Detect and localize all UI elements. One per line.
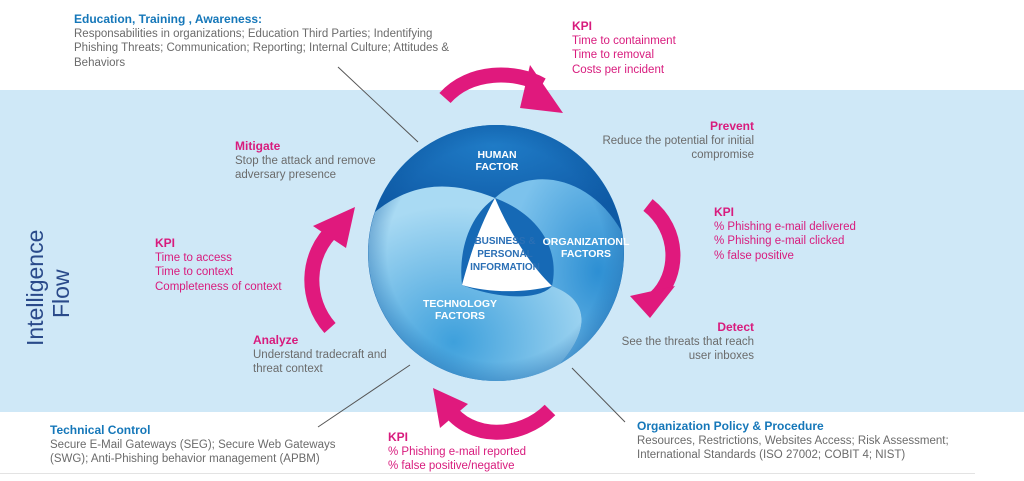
core-label-1: BUSINESS & — [474, 236, 535, 247]
kpi-top-item-1: Time to containment — [572, 34, 676, 47]
arrow-left-head — [313, 207, 355, 248]
technical-title: Technical Control — [50, 423, 151, 437]
kpi-bottom-title: KPI — [388, 430, 409, 444]
kpi-right-item-3: % false positive — [714, 249, 794, 262]
kpi-left-title: KPI — [155, 236, 176, 250]
education-block: Education, Training , Awareness: Respons… — [74, 12, 474, 70]
core-label-3: INFORMATION — [470, 262, 540, 273]
human-label-1: HUMAN — [477, 149, 516, 161]
prevent-line-1: Reduce the potential for initial — [602, 134, 754, 147]
human-label-2: FACTOR — [476, 161, 519, 173]
prevent-line-2: compromise — [691, 149, 754, 161]
kpi-bottom-item-1: % Phishing e-mail reported — [388, 445, 527, 458]
prevent-title: Prevent — [709, 119, 754, 133]
arrow-top-head — [520, 65, 563, 113]
kpi-top-item-3: Costs per incident — [572, 63, 665, 76]
arrow-bottom-body — [441, 403, 556, 440]
arrow-bottom-head — [433, 388, 468, 428]
education-line-3: Behaviors — [74, 56, 126, 69]
mitigate-line-1: Stop the attack and remove — [235, 154, 376, 167]
analyze-line-1: Understand tradecraft and — [253, 348, 387, 361]
kpi-top-item-2: Time to removal — [572, 49, 655, 61]
mitigate-title: Mitigate — [235, 139, 281, 153]
core-label-2: PERSONAL — [477, 249, 533, 260]
education-line-2: Phishing Threats; Communication; Reporti… — [74, 42, 450, 54]
analyze-block: Analyze Understand tradecraft and threat… — [253, 333, 423, 377]
org-policy-line-1: Resources, Restrictions, Websites Access… — [637, 434, 949, 447]
technical-line-1: Secure E-Mail Gateways (SEG); Secure Web… — [50, 438, 336, 451]
bottom-divider — [0, 473, 975, 474]
kpi-right-item-1: % Phishing e-mail delivered — [714, 220, 856, 233]
technical-block: Technical Control Secure E-Mail Gateways… — [50, 423, 360, 467]
kpi-left-item-3: Completeness of context — [155, 280, 282, 293]
education-title: Education, Training , Awareness: — [74, 12, 263, 26]
tech-label-2: FACTORS — [435, 310, 485, 322]
arrow-right-head — [630, 286, 675, 318]
tech-label-1: TECHNOLOGY — [423, 298, 497, 310]
org-policy-title: Organization Policy & Procedure — [637, 419, 824, 433]
connector-education — [337, 66, 419, 143]
kpi-right-item-2: % Phishing e-mail clicked — [714, 235, 845, 247]
detect-line-1: See the threats that reach — [621, 335, 754, 348]
technical-line-2: (SWG); Anti-Phishing behavior management… — [50, 453, 320, 465]
connector-technical — [317, 364, 411, 428]
education-line-1: Responsabilities in organizations; Educa… — [74, 27, 433, 40]
arrow-left-body — [304, 222, 341, 333]
org-label-1: ORGANIZATIONL — [543, 236, 630, 248]
kpi-right-title: KPI — [714, 205, 735, 219]
arrow-right-body — [643, 199, 681, 304]
org-policy-line-2: International Standards (ISO 27002; COBI… — [637, 449, 906, 461]
kpi-bottom-block: KPI % Phishing e-mail reported % false p… — [388, 430, 588, 474]
mitigate-block: Mitigate Stop the attack and remove adve… — [235, 139, 405, 183]
kpi-top-block: KPI Time to containment Time to removal … — [572, 19, 732, 77]
connector-policy — [571, 367, 626, 423]
prevent-block: Prevent Reduce the potential for initial… — [580, 119, 754, 163]
kpi-right-block: KPI % Phishing e-mail delivered % Phishi… — [714, 205, 914, 263]
org-label-2: FACTORS — [561, 248, 611, 260]
detect-title: Detect — [717, 320, 754, 334]
factor-circle — [368, 125, 624, 382]
detect-block: Detect See the threats that reach user i… — [600, 320, 754, 364]
analyze-title: Analyze — [253, 333, 299, 347]
mitigate-line-2: adversary presence — [235, 169, 336, 181]
kpi-top-title: KPI — [572, 19, 593, 33]
kpi-bottom-item-2: % false positive/negative — [388, 460, 515, 472]
detect-line-2: user inboxes — [688, 350, 754, 362]
circle-rim — [368, 125, 624, 381]
kpi-left-item-1: Time to access — [155, 251, 232, 264]
kpi-left-block: KPI Time to access Time to context Compl… — [155, 236, 325, 294]
kpi-left-item-2: Time to context — [155, 266, 234, 278]
analyze-line-2: threat context — [253, 363, 323, 375]
org-policy-block: Organization Policy & Procedure Resource… — [637, 419, 987, 463]
